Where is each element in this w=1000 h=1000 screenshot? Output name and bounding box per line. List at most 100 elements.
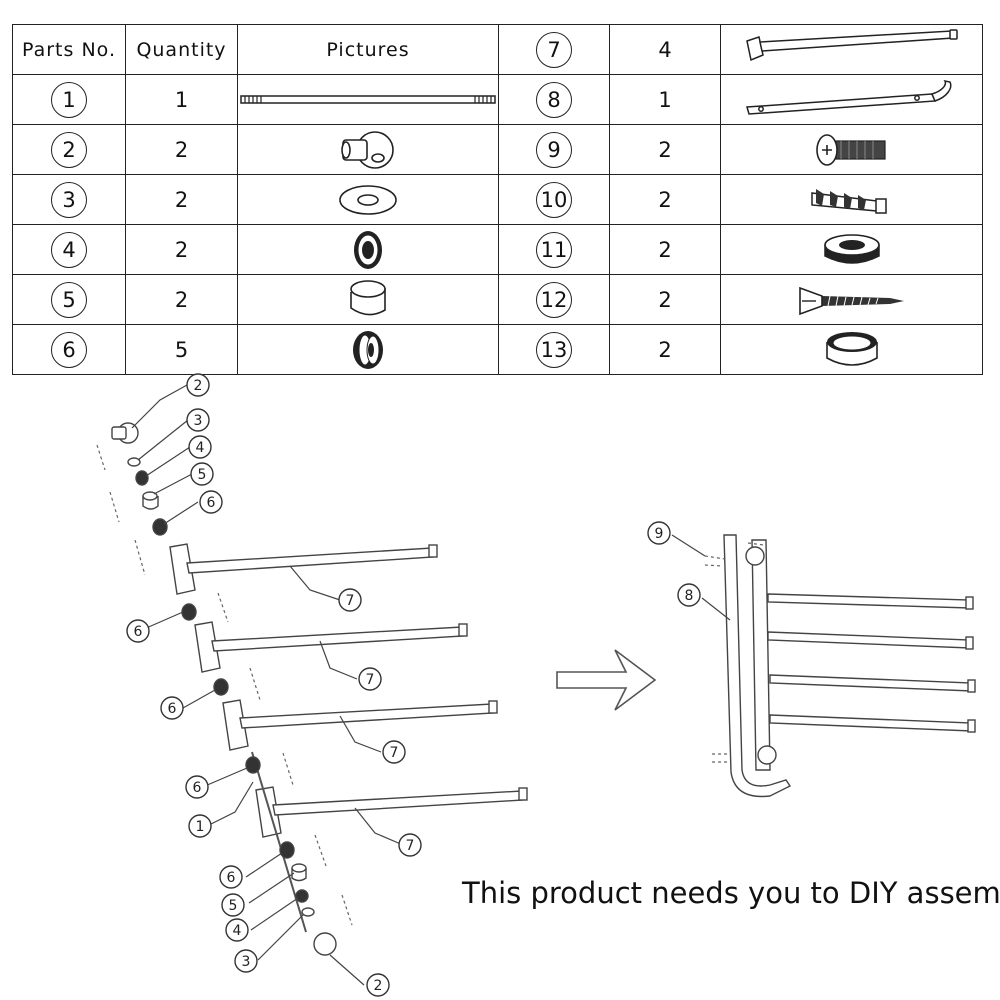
part-number: 13 <box>536 331 572 368</box>
part-number: 8 <box>536 81 572 118</box>
table-row: 1 1 8 1 <box>12 74 983 125</box>
callout-label: 8 <box>685 588 694 604</box>
callout-6: 6 <box>185 775 209 799</box>
callout-label: 7 <box>366 672 375 688</box>
picture-cell <box>720 74 983 125</box>
part-number: 10 <box>536 181 572 218</box>
table-row: 3 2 10 2 <box>12 174 983 225</box>
part-number: 4 <box>51 231 87 268</box>
quantity-cell: 2 <box>609 174 721 225</box>
wall-anchor-icon <box>810 188 887 214</box>
callout-7: 7 <box>382 740 406 764</box>
part-number: 9 <box>536 131 572 168</box>
parts-table: Parts No. Quantity Pictures 7 4 1 1 <box>12 24 983 375</box>
callout-2: 2 <box>186 373 210 397</box>
rubber-ring-icon <box>354 230 382 269</box>
callout-6: 6 <box>126 619 150 643</box>
callout-label: 7 <box>346 593 355 609</box>
picture-cell <box>237 224 499 275</box>
picture-cell <box>237 324 499 375</box>
callout-4: 4 <box>188 435 212 459</box>
callout-7: 7 <box>398 833 422 857</box>
assembled-view: 98 <box>647 521 976 798</box>
callout-label: 3 <box>194 413 203 429</box>
callout-label: 3 <box>242 954 251 970</box>
callout-label: 6 <box>227 870 236 886</box>
callout-6: 6 <box>199 490 223 514</box>
part-no-cell: 13 <box>498 324 610 375</box>
callout-label: 6 <box>134 624 143 640</box>
picture-cell <box>237 274 499 325</box>
part-no-cell: 10 <box>498 174 610 225</box>
callout-label: 6 <box>193 780 202 796</box>
part-no-cell: 2 <box>12 124 126 175</box>
callout-6: 6 <box>160 696 184 720</box>
diy-assembly-note: This product needs you to DIY assembly <box>462 876 1000 910</box>
part-number: 11 <box>536 231 572 268</box>
end-cap-ball-icon <box>341 130 394 169</box>
picture-cell <box>720 224 983 275</box>
part-number: 5 <box>51 281 87 318</box>
part-number: 1 <box>51 81 87 118</box>
callout-1: 1 <box>188 814 212 838</box>
part-no-cell: 5 <box>12 274 126 325</box>
part-no-cell: 8 <box>498 74 610 125</box>
part-number: 12 <box>536 281 572 318</box>
callout-label: 6 <box>207 495 216 511</box>
callout-label: 7 <box>390 745 399 761</box>
callout-7: 7 <box>358 667 382 691</box>
callout-2: 2 <box>366 973 390 997</box>
quantity-cell: 1 <box>609 74 721 125</box>
wood-screw-icon <box>798 286 904 315</box>
quantity-cell: 2 <box>125 174 238 225</box>
part-no-cell: 9 <box>498 124 610 175</box>
screw-bolt-icon <box>815 133 886 166</box>
arrow-icon <box>556 649 657 711</box>
quantity-cell: 2 <box>609 274 721 325</box>
mounting-bracket-icon <box>745 79 951 115</box>
picture-cell <box>237 74 499 125</box>
callout-label: 2 <box>374 978 383 994</box>
callout-3: 3 <box>234 949 258 973</box>
callout-label: 9 <box>655 526 664 542</box>
callout-label: 4 <box>233 923 242 939</box>
part-number: 2 <box>51 131 87 168</box>
picture-cell <box>237 124 499 175</box>
callout-label: 6 <box>168 701 177 717</box>
part-no-cell: 7 <box>498 24 610 75</box>
picture-cell <box>720 24 983 75</box>
callout-label: 1 <box>196 819 205 835</box>
spacer-sleeve-icon <box>350 279 386 315</box>
threaded-rod-icon <box>240 94 496 104</box>
table-row: 5 2 12 2 <box>12 274 983 325</box>
callout-3: 3 <box>186 408 210 432</box>
callout-label: 4 <box>196 440 205 456</box>
callout-5: 5 <box>221 893 245 917</box>
picture-cell <box>720 174 983 225</box>
part-number: 6 <box>51 331 87 368</box>
part-no-cell: 12 <box>498 274 610 325</box>
part-no-cell: 11 <box>498 224 610 275</box>
grooved-bushing-icon <box>353 330 383 369</box>
header-quantity: Quantity <box>125 24 238 75</box>
quantity-cell: 1 <box>125 74 238 125</box>
picture-cell <box>720 124 983 175</box>
callout-8: 8 <box>677 583 701 607</box>
table-header-row: Parts No. Quantity Pictures 7 4 <box>12 24 983 75</box>
cover-cap-icon <box>825 331 878 366</box>
picture-cell <box>720 274 983 325</box>
part-no-cell: 6 <box>12 324 126 375</box>
part-number: 3 <box>51 181 87 218</box>
callout-5: 5 <box>190 462 214 486</box>
callout-label: 5 <box>198 467 207 483</box>
quantity-cell: 2 <box>609 324 721 375</box>
flat-washer-icon <box>339 184 397 215</box>
quantity-cell: 2 <box>609 224 721 275</box>
towel-arm-icon <box>745 29 958 62</box>
callout-9: 9 <box>647 521 671 545</box>
header-parts-no: Parts No. <box>12 24 126 75</box>
callout-4: 4 <box>225 918 249 942</box>
callout-label: 2 <box>194 378 203 394</box>
